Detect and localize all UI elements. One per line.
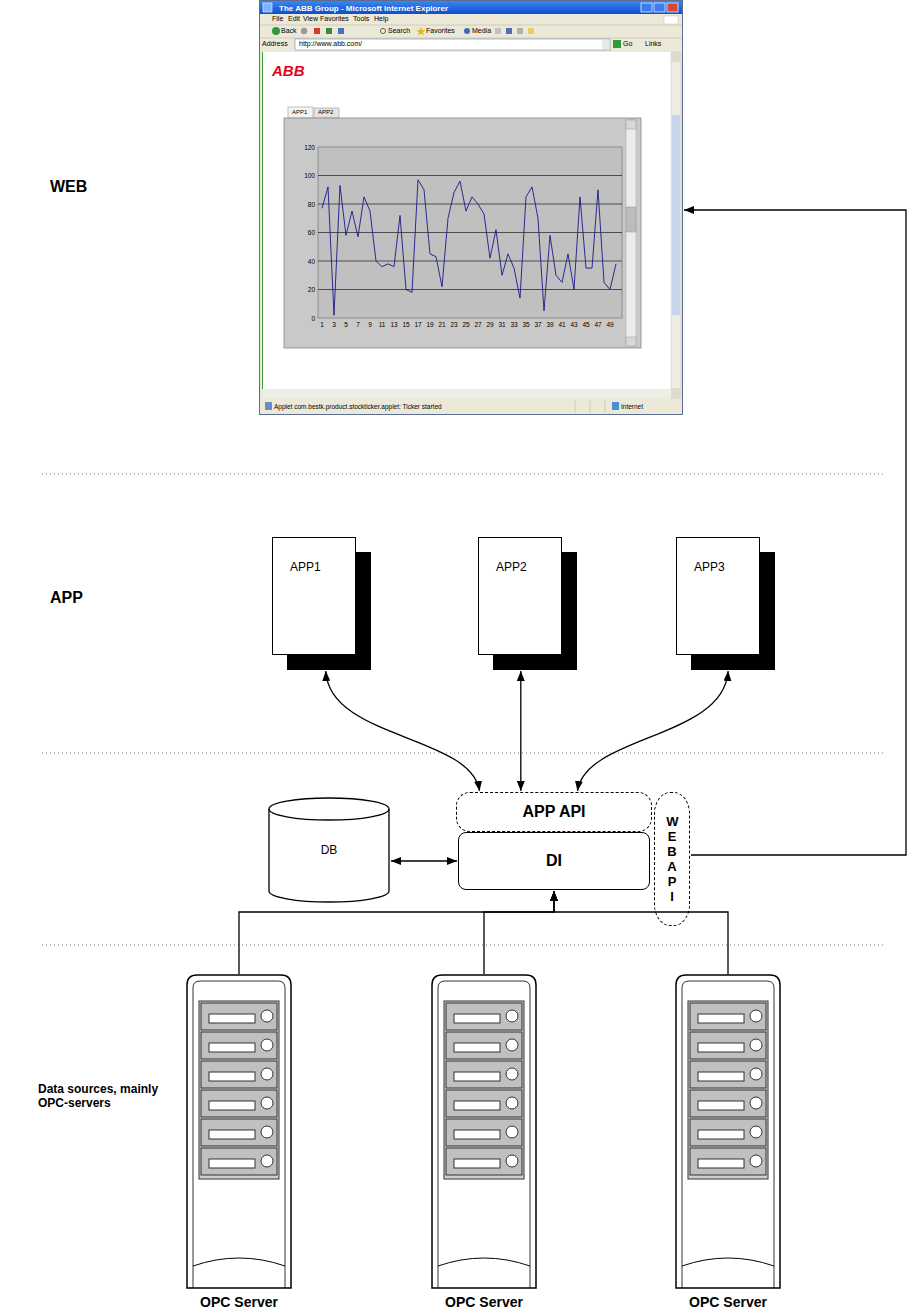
axis-tick: 11 [379, 321, 386, 328]
axis-tick: 23 [450, 321, 457, 328]
integration-box: DI [458, 832, 650, 890]
menu-item: View [303, 15, 318, 23]
toolbar-button: Favorites [426, 27, 455, 35]
node-caption: OPC Server [200, 1295, 278, 1310]
layer-note: Data sources, mainly OPC-servers [38, 1082, 166, 1110]
menu-item: Tools [353, 15, 369, 23]
connector-arrow [326, 671, 480, 791]
tab-label: APP2 [318, 109, 333, 116]
axis-tick: 5 [344, 321, 348, 328]
node-label: DB [321, 843, 338, 857]
axis-tick: 9 [368, 321, 372, 328]
connector-arrow [391, 860, 457, 861]
api-box: WEB API [654, 792, 690, 926]
toolbar-button: Search [388, 27, 410, 35]
application-box: APP1 [272, 537, 356, 655]
axis-tick: 7 [356, 321, 360, 328]
application-box: APP3 [676, 537, 760, 655]
server-icon [432, 975, 536, 1288]
layer-label: WEB [50, 178, 87, 196]
node-label: WEB API [666, 814, 678, 904]
menu-item: Favorites [320, 15, 349, 23]
node-caption: OPC Server [689, 1295, 767, 1310]
axis-tick: 17 [414, 321, 421, 328]
status-text: Internet [621, 403, 643, 410]
axis-tick: 33 [510, 321, 517, 328]
url-text: http://www.abb.com/ [299, 40, 362, 48]
axis-tick: 27 [474, 321, 481, 328]
axis-tick: 25 [462, 321, 469, 328]
axis-tick: 13 [390, 321, 397, 328]
axis-tick: 3 [332, 321, 336, 328]
connector-arrow [484, 891, 554, 974]
menu-item: File [272, 15, 283, 23]
tab-label: APP1 [292, 109, 307, 116]
axis-tick: 45 [582, 321, 589, 328]
axis-tick: 31 [498, 321, 505, 328]
menu-item: Edit [288, 15, 300, 23]
server-icon [187, 975, 291, 1288]
api-box: APP API [456, 792, 652, 832]
go-button: Go [623, 40, 632, 48]
layer-label: APP [50, 589, 83, 607]
axis-tick: 20 [308, 286, 315, 293]
connector-arrow [520, 671, 521, 791]
axis-tick: 40 [308, 258, 315, 265]
status-text: Applet com.bestk.product.stockticker.app… [274, 403, 442, 410]
axis-tick: 80 [308, 201, 315, 208]
application-box: APP2 [478, 537, 562, 655]
server-node: OPC Server [673, 975, 783, 1310]
links-label: Links [645, 40, 661, 48]
node-label: APP2 [496, 560, 561, 574]
node-caption: OPC Server [445, 1295, 523, 1310]
node-label: APP3 [694, 560, 759, 574]
browser-screenshot [259, 0, 683, 415]
node-label: The ABB Group - Microsoft Internet Explo… [279, 3, 682, 14]
database-cylinder: DB [268, 797, 390, 903]
menu-item: Help [374, 15, 388, 23]
server-node: OPC Server [429, 975, 539, 1310]
connector-arrow [684, 210, 906, 855]
node-label: DI [546, 852, 562, 870]
toolbar-button: Media [472, 27, 491, 35]
connector-arrow [554, 891, 728, 974]
axis-tick: 41 [558, 321, 565, 328]
axis-tick: 49 [606, 321, 613, 328]
axis-tick: 1 [320, 321, 324, 328]
node-label: APP1 [290, 560, 355, 574]
server-icon [676, 975, 780, 1288]
server-node: OPC Server [184, 975, 294, 1310]
axis-tick: 100 [304, 172, 315, 179]
axis-tick: 60 [308, 229, 315, 236]
connector-arrow [239, 891, 554, 974]
axis-tick: 47 [594, 321, 601, 328]
axis-tick: 0 [311, 315, 315, 322]
axis-tick: 19 [426, 321, 433, 328]
address-label: Address [262, 40, 288, 48]
toolbar-button: Back [281, 27, 297, 35]
axis-tick: 37 [534, 321, 541, 328]
browser-window: The ABB Group - Microsoft Internet Explo… [259, 0, 683, 415]
node-label: APP API [522, 803, 585, 821]
axis-tick: 39 [546, 321, 553, 328]
axis-tick: 15 [402, 321, 409, 328]
axis-tick: 29 [486, 321, 493, 328]
axis-tick: 120 [304, 144, 315, 151]
axis-tick: 43 [570, 321, 577, 328]
axis-tick: 35 [522, 321, 529, 328]
axis-tick: 21 [438, 321, 445, 328]
connector-arrow [578, 671, 729, 791]
logo-text: ABB [272, 63, 305, 79]
layer-separator [42, 474, 885, 945]
